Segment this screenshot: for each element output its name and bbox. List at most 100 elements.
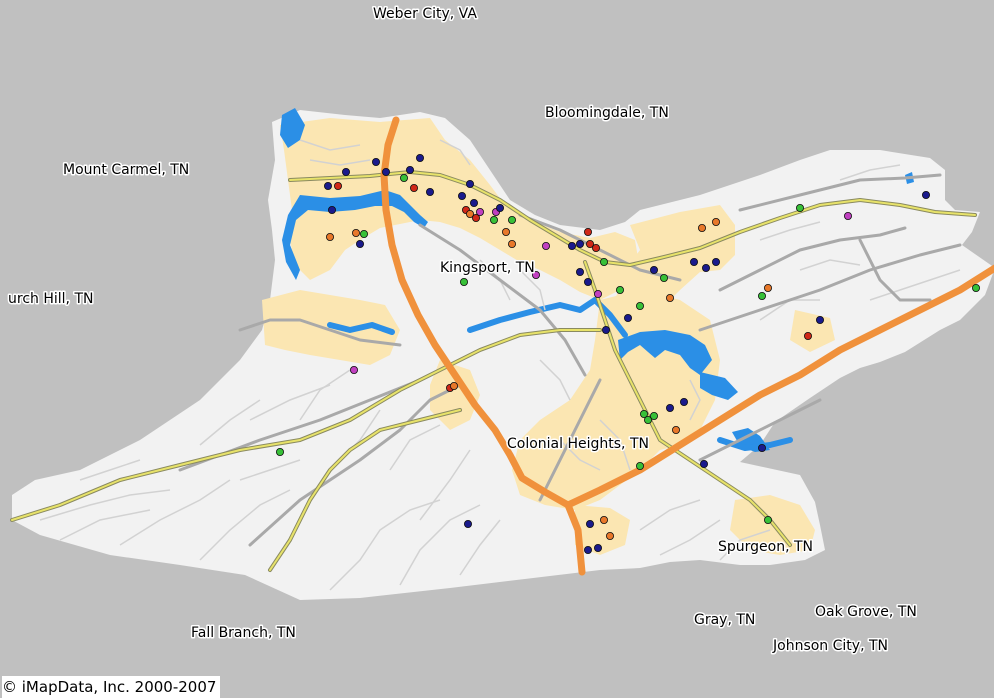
map-marker-orange[interactable] xyxy=(465,209,474,218)
place-label-kingsport: Kingsport, TN xyxy=(440,260,535,276)
map-marker-navy[interactable] xyxy=(586,520,595,529)
map-marker-navy[interactable] xyxy=(355,239,364,248)
map-marker-navy[interactable] xyxy=(650,265,659,274)
map-marker-green[interactable] xyxy=(758,291,767,300)
map-marker-green[interactable] xyxy=(660,273,669,282)
map-marker-magenta[interactable] xyxy=(542,241,551,250)
map-marker-navy[interactable] xyxy=(327,205,336,214)
map-marker-orange[interactable] xyxy=(606,532,615,541)
map-marker-navy[interactable] xyxy=(680,397,689,406)
map-marker-red[interactable] xyxy=(333,181,342,190)
map-marker-orange[interactable] xyxy=(501,227,510,236)
map-marker-green[interactable] xyxy=(459,277,468,286)
map-marker-navy[interactable] xyxy=(758,443,767,452)
map-marker-red[interactable] xyxy=(584,227,593,236)
map-marker-red[interactable] xyxy=(804,331,813,340)
road-south-central xyxy=(538,378,602,502)
point-markers xyxy=(275,153,981,555)
map-marker-red[interactable] xyxy=(586,239,595,248)
map-marker-green[interactable] xyxy=(640,409,649,418)
map-marker-orange[interactable] xyxy=(712,217,721,226)
minor-road xyxy=(399,504,481,586)
map-marker-navy[interactable] xyxy=(495,203,504,212)
map-marker-green[interactable] xyxy=(616,285,625,294)
map-marker-green[interactable] xyxy=(359,229,368,238)
map-marker-green[interactable] xyxy=(275,447,284,456)
map-marker-navy[interactable] xyxy=(700,459,709,468)
road-west-diagonal xyxy=(248,383,462,547)
road-east-1 xyxy=(718,226,907,292)
map-marker-navy[interactable] xyxy=(381,167,390,176)
map-marker-navy[interactable] xyxy=(425,187,434,196)
minor-road xyxy=(389,424,441,471)
map-marker-red[interactable] xyxy=(592,243,601,252)
map-marker-orange[interactable] xyxy=(600,516,609,525)
map-marker-green[interactable] xyxy=(796,203,805,212)
highway-colonial-heights-fill xyxy=(584,261,791,546)
map-marker-green[interactable] xyxy=(636,461,645,470)
map-marker-navy[interactable] xyxy=(922,190,931,199)
map-marker-magenta[interactable] xyxy=(844,211,853,220)
map-marker-navy[interactable] xyxy=(576,239,585,248)
map-marker-orange[interactable] xyxy=(666,293,675,302)
map-marker-navy[interactable] xyxy=(816,315,825,324)
map-marker-navy[interactable] xyxy=(690,257,699,266)
map-marker-green[interactable] xyxy=(399,173,408,182)
map-marker-navy[interactable] xyxy=(323,181,332,190)
map-marker-navy[interactable] xyxy=(469,198,478,207)
map-marker-orange[interactable] xyxy=(449,381,458,390)
map-marker-green[interactable] xyxy=(507,215,516,224)
place-label-oak-grove: Oak Grove, TN xyxy=(815,604,917,620)
map-marker-green[interactable] xyxy=(636,301,645,310)
map-marker-navy[interactable] xyxy=(584,546,593,555)
map-marker-green[interactable] xyxy=(764,516,773,525)
place-label-colonial-heights: Colonial Heights, TN xyxy=(507,436,649,452)
map-marker-navy[interactable] xyxy=(712,257,721,266)
place-label-halo-johnson-city: Johnson City, TN xyxy=(772,638,888,654)
minor-road xyxy=(839,164,901,181)
map-marker-red[interactable] xyxy=(409,183,418,192)
map-marker-navy[interactable] xyxy=(584,277,593,286)
map-marker-orange[interactable] xyxy=(698,223,707,232)
map-marker-navy[interactable] xyxy=(341,167,350,176)
road-kingsport-east xyxy=(418,223,587,377)
place-label-halo-spurgeon: Spurgeon, TN xyxy=(718,539,813,555)
minor-road xyxy=(199,489,291,561)
map-marker-navy[interactable] xyxy=(568,241,577,250)
map-marker-orange[interactable] xyxy=(351,228,360,237)
interstate-26-east xyxy=(564,264,994,509)
map-marker-navy[interactable] xyxy=(415,153,424,162)
map-marker-green[interactable] xyxy=(650,411,659,420)
map-marker-orange[interactable] xyxy=(325,232,334,241)
map-marker-green[interactable] xyxy=(644,415,653,424)
map-marker-orange[interactable] xyxy=(672,425,681,434)
minor-road xyxy=(759,221,821,241)
place-label-halo-church-hill: urch Hill, TN xyxy=(8,291,93,307)
highway-west-fill xyxy=(11,329,601,521)
place-label-halo-colonial-heights: Colonial Heights, TN xyxy=(507,436,649,452)
map-marker-orange[interactable] xyxy=(507,239,516,248)
map-marker-magenta[interactable] xyxy=(475,207,484,216)
map-marker-magenta[interactable] xyxy=(594,289,603,298)
map-marker-navy[interactable] xyxy=(371,157,380,166)
map-marker-green[interactable] xyxy=(600,257,609,266)
map-marker-navy[interactable] xyxy=(463,520,472,529)
map-marker-navy[interactable] xyxy=(457,191,466,200)
map-marker-orange[interactable] xyxy=(764,283,773,292)
minor-road xyxy=(459,519,501,576)
map-marker-green[interactable] xyxy=(972,283,981,292)
map-marker-navy[interactable] xyxy=(624,313,633,322)
map-marker-navy[interactable] xyxy=(405,165,414,174)
map-marker-magenta[interactable] xyxy=(532,270,541,279)
map-marker-red[interactable] xyxy=(471,213,480,222)
map-marker-navy[interactable] xyxy=(576,267,585,276)
map-marker-navy[interactable] xyxy=(594,544,603,553)
map-marker-navy[interactable] xyxy=(602,325,611,334)
map-marker-navy[interactable] xyxy=(465,179,474,188)
map-marker-magenta[interactable] xyxy=(349,365,358,374)
map-marker-navy[interactable] xyxy=(666,403,675,412)
map-marker-green[interactable] xyxy=(489,215,498,224)
map-marker-navy[interactable] xyxy=(702,263,711,272)
